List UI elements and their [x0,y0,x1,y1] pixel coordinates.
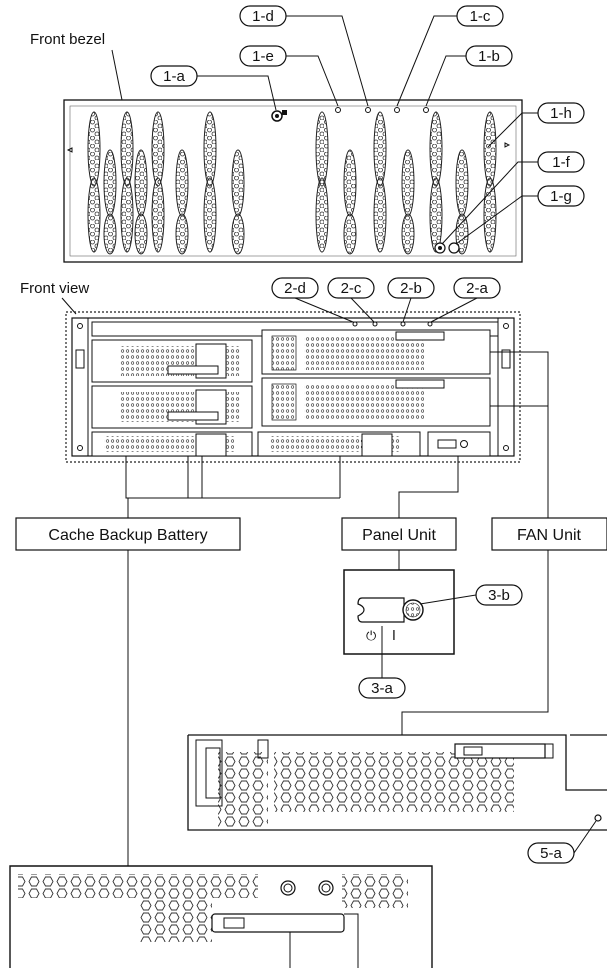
svg-text:1-g: 1-g [550,188,572,205]
bezel-led-1d [365,107,371,113]
vent-slot [175,149,189,217]
bezel-led-1e [335,107,341,113]
front-bezel-caption: Front bezel [30,31,105,48]
vent-slot [203,177,217,253]
front-view-caption: Front view [20,280,89,297]
svg-text:2-c: 2-c [341,280,362,297]
svg-text:1-b: 1-b [478,48,500,65]
callout-1e: 1-e [239,45,339,107]
vent-slot [373,111,387,187]
callout-1b: 1-b [425,45,513,107]
bezel-right-arrow [504,142,511,148]
svg-text:FAN Unit: FAN Unit [517,527,582,544]
power-on-symbol: I [392,629,396,644]
callout-2a: 2-a [430,277,501,323]
bezel-button-1g [448,242,460,254]
svg-text:1-a: 1-a [163,68,185,85]
vent-slot [373,177,387,253]
callout-2c: 2-c [327,277,375,323]
vent-slot [134,149,148,217]
vent-slot [103,149,117,217]
vent-slot [120,177,134,253]
vent-slot [203,111,217,187]
vent-slot [315,177,329,253]
vent-slot [455,149,469,217]
vent-slot [231,213,245,255]
front-view-dotted-frame [65,311,521,463]
svg-text:1-e: 1-e [252,48,274,65]
callout-3a: 3-a [358,626,406,699]
power-switch-lever [357,597,405,623]
vent-slot [429,111,443,187]
callout-1f: 1-f [441,151,585,245]
power-off-symbol: ⏻ [366,629,376,644]
callout-5a: 5-a [527,820,597,864]
front-view-leader [61,297,77,315]
vent-slot [103,213,117,255]
vent-slot [401,149,415,217]
bezel-led-1c [394,107,400,113]
svg-text:2-d: 2-d [284,280,306,297]
vent-slot [87,111,101,187]
vent-slot [483,177,497,253]
bezel-left-arrow [66,147,73,153]
svg-text:1-h: 1-h [550,105,572,122]
callout-1h: 1-h [487,102,585,148]
front-bezel-leader [111,49,123,101]
callout-1d: 1-d [239,5,369,107]
svg-text:1-c: 1-c [470,8,491,25]
svg-text:3-a: 3-a [371,680,393,697]
svg-text:2-b: 2-b [400,280,422,297]
bezel-led-1b [423,107,429,113]
bezel-vent-slots [87,111,497,255]
bezel-key-lock [271,110,287,122]
svg-text:1-f: 1-f [552,154,570,171]
svg-text:3-b: 3-b [488,587,510,604]
fan-unit-led-5a [594,814,602,822]
callout-2d: 2-d [271,277,354,323]
svg-text:Cache Backup Battery: Cache Backup Battery [48,527,207,544]
svg-text:1-d: 1-d [252,8,274,25]
vent-slot [343,149,357,217]
front-led-2a [427,321,433,327]
vent-slot [455,213,469,255]
vent-slot [429,177,443,253]
panel-unit-slot [427,431,491,457]
vent-slot [151,177,165,253]
callout-1c: 1-c [396,5,504,107]
fan-unit-detail [187,734,607,831]
vent-slot [401,213,415,255]
callout-1g: 1-g [455,185,585,245]
cache-backup-battery-label: Cache Backup Battery [15,517,241,551]
svg-text:Panel Unit: Panel Unit [362,527,436,544]
vent-slot [483,111,497,187]
front-bezel [63,99,523,263]
callout-2b: 2-b [387,277,435,323]
vent-slot [134,213,148,255]
callout-1a: 1-a [150,65,277,111]
vent-slot [315,111,329,187]
vent-slot [87,177,101,253]
vent-slot [120,111,134,187]
panel-unit-label: Panel Unit [341,517,457,551]
vent-slot [231,149,245,217]
svg-text:2-a: 2-a [466,280,488,297]
svg-text:5-a: 5-a [540,845,562,862]
connector-lines [125,351,549,518]
front-led-2d [352,321,358,327]
front-led-2b [400,321,406,327]
vent-slot [151,111,165,187]
power-switch-knob [402,599,424,621]
vent-slot [175,213,189,255]
battery-detail [9,865,433,968]
front-led-2c [372,321,378,327]
callout-3b: 3-b [419,584,523,606]
fan-unit-label: FAN Unit [491,517,607,551]
vent-slot [343,213,357,255]
